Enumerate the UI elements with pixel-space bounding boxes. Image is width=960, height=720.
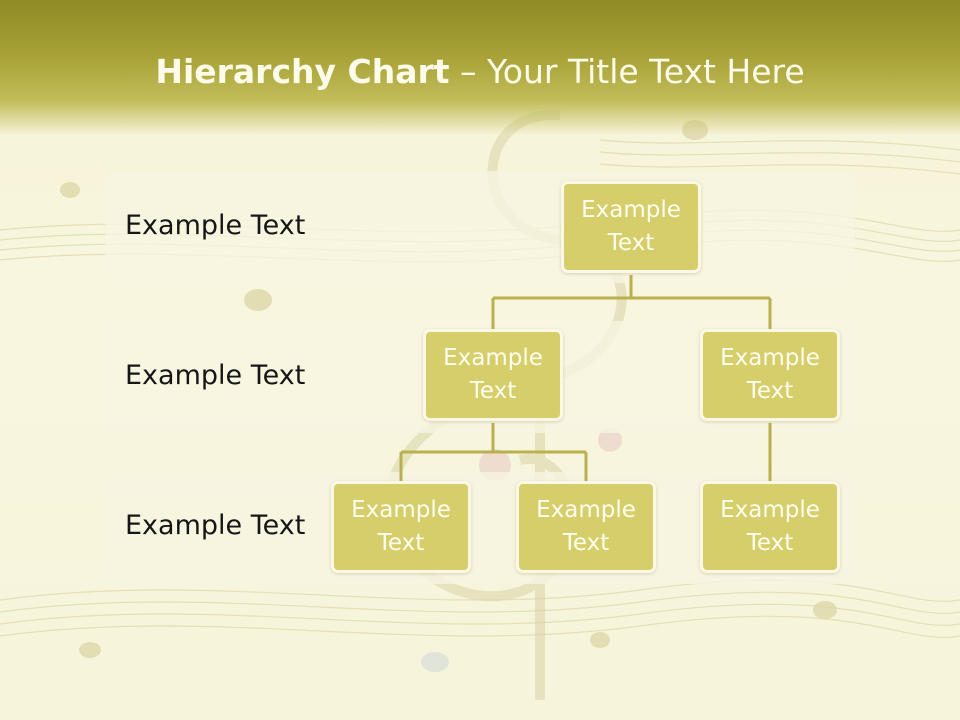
node-root[interactable]: Example Text: [561, 181, 701, 273]
node-level3-b[interactable]: Example Text: [516, 481, 656, 573]
title-bar: [0, 0, 960, 135]
node-level2-right[interactable]: Example Text: [700, 329, 840, 421]
level-label-2[interactable]: Example Text: [125, 360, 306, 391]
connector-root: [491, 275, 772, 330]
level-label-1[interactable]: Example Text: [125, 210, 306, 241]
level-band-1: [105, 171, 855, 283]
node-level3-c[interactable]: Example Text: [700, 481, 840, 573]
node-level3-a[interactable]: Example Text: [331, 481, 471, 573]
slide-title: Hierarchy Chart – Your Title Text Here: [0, 52, 960, 91]
level-label-3[interactable]: Example Text: [125, 510, 306, 541]
node-level2-left[interactable]: Example Text: [423, 329, 563, 421]
title-rest: – Your Title Text Here: [449, 52, 805, 91]
connector-left: [399, 423, 588, 482]
title-bold: Hierarchy Chart: [155, 52, 450, 91]
